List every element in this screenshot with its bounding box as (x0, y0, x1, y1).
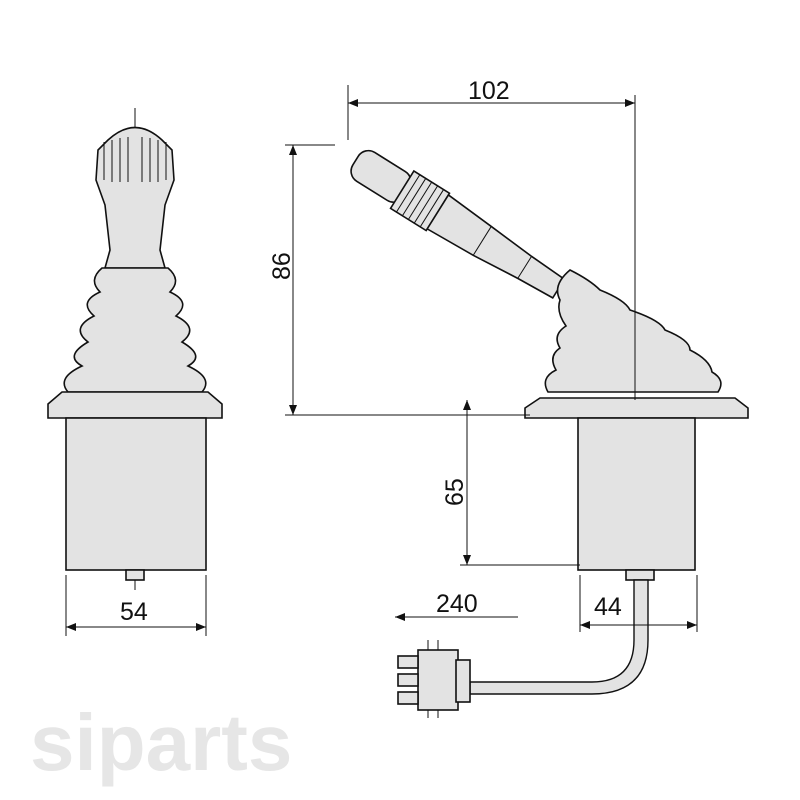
dimension-86: 86 (268, 144, 530, 416)
dimension-240: 240 (395, 590, 518, 621)
dimension-label-54: 54 (120, 598, 148, 626)
dimension-102: 102 (347, 77, 636, 400)
joystick-front-view: 54 (47, 108, 223, 636)
dimension-label-65: 65 (441, 478, 469, 506)
dimension-54: 54 (65, 575, 207, 636)
dimension-65: 65 (441, 400, 580, 566)
watermark: siparts (30, 698, 292, 787)
dimension-label-86: 86 (268, 252, 296, 280)
connector (397, 640, 471, 718)
dimension-label-240: 240 (436, 590, 478, 618)
cable (469, 579, 649, 695)
watermark-text: siparts (30, 698, 292, 787)
dimension-label-44: 44 (594, 593, 622, 621)
dimension-44: 44 (579, 575, 698, 632)
joystick-side-view: 102 86 65 240 44 (268, 77, 749, 718)
dimension-label-102: 102 (468, 77, 510, 105)
